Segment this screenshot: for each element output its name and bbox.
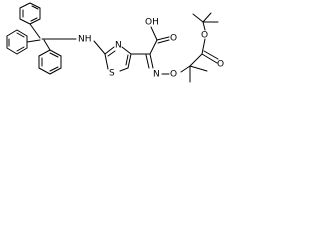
bond-trityl-to-left-phenyl: [26, 39, 41, 43]
atom-label-thiazole-n: N: [115, 41, 122, 51]
phenyl-ring-bottom: [38, 49, 62, 75]
atom-label-carboxyl-oh: OH: [145, 18, 159, 28]
atom-label-ester-o: O: [201, 31, 208, 41]
bond-trityl-to-top-phenyl: [29, 23, 41, 39]
bond-carboxyl-to-oh: [150, 26, 158, 41]
bond-oxime-double-2: [145, 54, 150, 69]
bond-oxime-double-1: [149, 53, 154, 69]
bond-layer: [6, 2, 219, 83]
atom-label-oxime-o: O: [170, 70, 177, 80]
chemical-structure-diagram: NH N S OH O N O O O: [6, 2, 224, 83]
bond-alpha-to-carboxyl: [149, 39, 158, 55]
bond-methyl-2: [189, 65, 208, 72]
atom-label-oxime-n: N: [153, 70, 160, 80]
bond-tbu-methyl-1: [192, 13, 204, 23]
bond-nh-to-thiazole: [93, 40, 106, 55]
bond-tbu-methyl-2: [202, 12, 212, 23]
bond-quaternary-to-ester-carbonyl: [189, 53, 203, 67]
bond-carbonyl-double-2: [157, 39, 170, 44]
atom-label-thiazole-s: S: [109, 69, 115, 79]
bond-o-to-tert-butyl: [202, 21, 206, 31]
bond-ester-carbonyl-double-2: [203, 50, 219, 60]
atom-label-ester-carbonyl-o: O: [217, 60, 224, 70]
phenyl-ring-top: [19, 2, 41, 25]
bond-carbonyl-double-1: [156, 36, 170, 41]
atom-label-nh: NH: [78, 35, 92, 45]
thiazole-ring: [104, 46, 132, 72]
atom-label-layer: NH N S OH O N O O O: [78, 18, 224, 80]
atom-label-carbonyl-o: O: [170, 34, 177, 44]
bond-o-to-quaternary-carbon: [180, 65, 191, 73]
bond-trityl-to-bottom-phenyl: [43, 39, 51, 51]
phenyl-ring-left: [6, 29, 28, 55]
bond-ester-c-to-o: [201, 38, 206, 55]
bond-ester-carbonyl-double-1: [201, 53, 218, 64]
